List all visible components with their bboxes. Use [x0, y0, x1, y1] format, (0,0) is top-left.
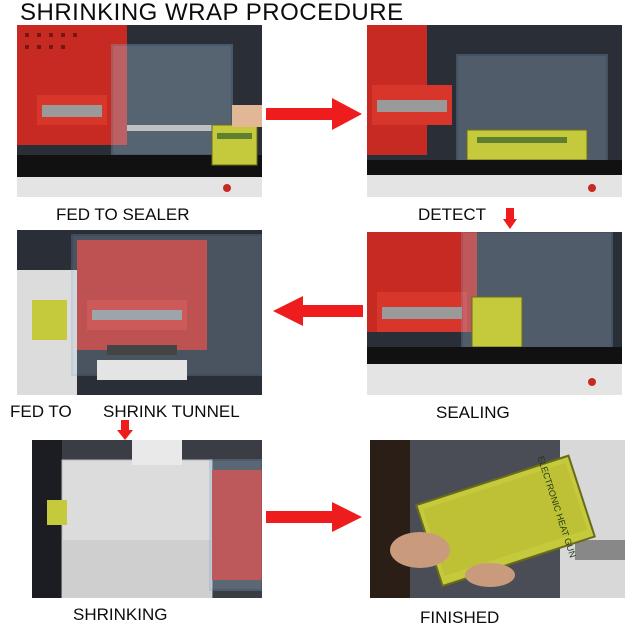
caption-shrinking: SHRINKING: [73, 605, 168, 624]
photo-shrinking: [32, 440, 262, 598]
caption-shrink-tunnel: SHRINK TUNNEL: [103, 402, 240, 421]
arrow-right-1: [266, 98, 362, 130]
caption-detect: DETECT: [418, 205, 486, 224]
arrow-right-2: [266, 502, 362, 532]
photo-finished: ELECTRONIC HEAT GUN: [370, 440, 625, 598]
arrow-down-tunnel: [117, 420, 133, 440]
arrow-left: [273, 296, 363, 326]
photo-sealing: [367, 232, 622, 395]
page-title: SHRINKING WRAP PROCEDURE: [20, 0, 404, 26]
photo-detect: [367, 25, 622, 197]
caption-fed-to: FED TO: [10, 402, 72, 421]
caption-fed-to-sealer: FED TO SEALER: [56, 205, 190, 224]
photo-fed-to-sealer: [17, 25, 262, 197]
caption-finished: FINISHED: [420, 608, 500, 627]
caption-sealing: SEALING: [436, 403, 510, 422]
photo-fed-to-tunnel: [17, 230, 262, 395]
arrow-down-detect: [503, 208, 517, 229]
